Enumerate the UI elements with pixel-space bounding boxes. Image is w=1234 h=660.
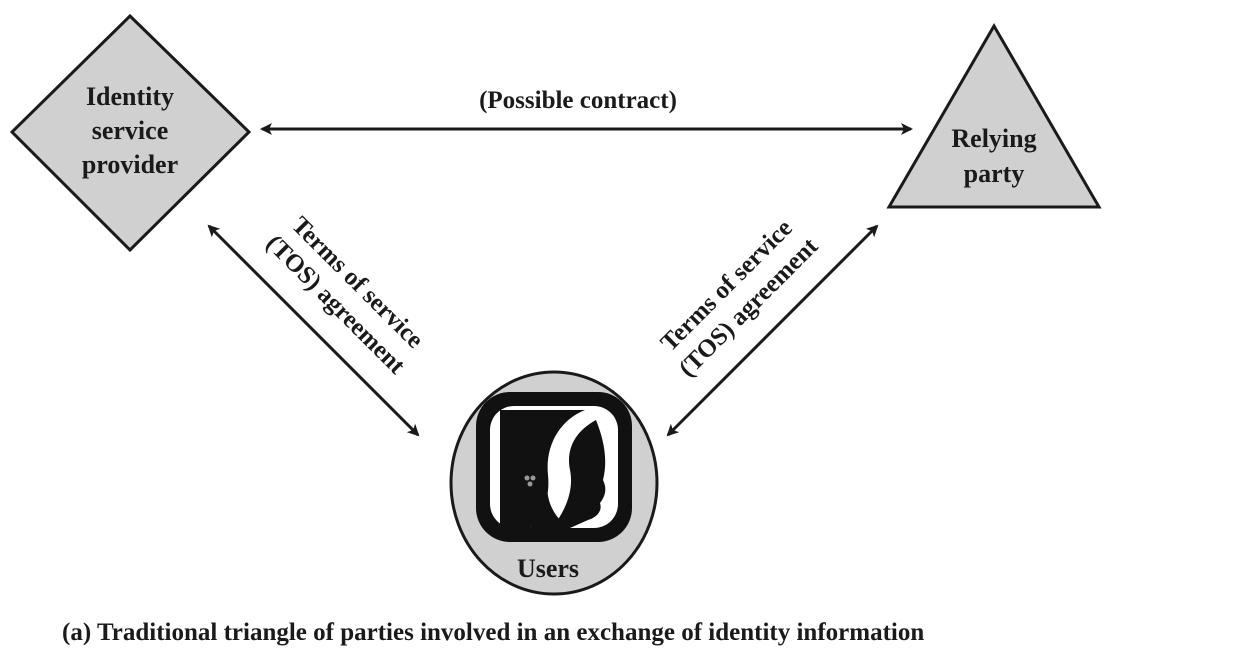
users-faces-icon bbox=[476, 392, 632, 542]
users-node: Users bbox=[449, 370, 659, 596]
users-label: Users bbox=[517, 554, 579, 583]
relying-party-node: Relying party bbox=[886, 23, 1102, 209]
possible-contract-edge: (Possible contract) bbox=[260, 87, 913, 135]
relying-party-triangle bbox=[886, 23, 1102, 209]
identity-provider-diamond bbox=[9, 13, 252, 253]
identity-provider-label-line-1: Identity bbox=[86, 82, 174, 111]
identity-provider-label-line-3: provider bbox=[82, 150, 178, 179]
rp-users-tos-arrow bbox=[666, 224, 879, 437]
idp-users-tos-arrow bbox=[207, 224, 420, 437]
relying-party-label-line-2: party bbox=[964, 159, 1025, 188]
idp-users-tos-edge: Terms of service (TOS) agreement bbox=[207, 212, 428, 437]
rp-users-tos-edge: Terms of service (TOS) agreement bbox=[656, 215, 879, 437]
identity-provider-label-line-2: service bbox=[92, 116, 169, 145]
relying-party-label-line-1: Relying bbox=[951, 124, 1036, 153]
identity-provider-node: Identity service provider bbox=[9, 13, 252, 253]
figure-caption: (a) Traditional triangle of parties invo… bbox=[62, 619, 924, 646]
possible-contract-label: (Possible contract) bbox=[479, 87, 677, 114]
